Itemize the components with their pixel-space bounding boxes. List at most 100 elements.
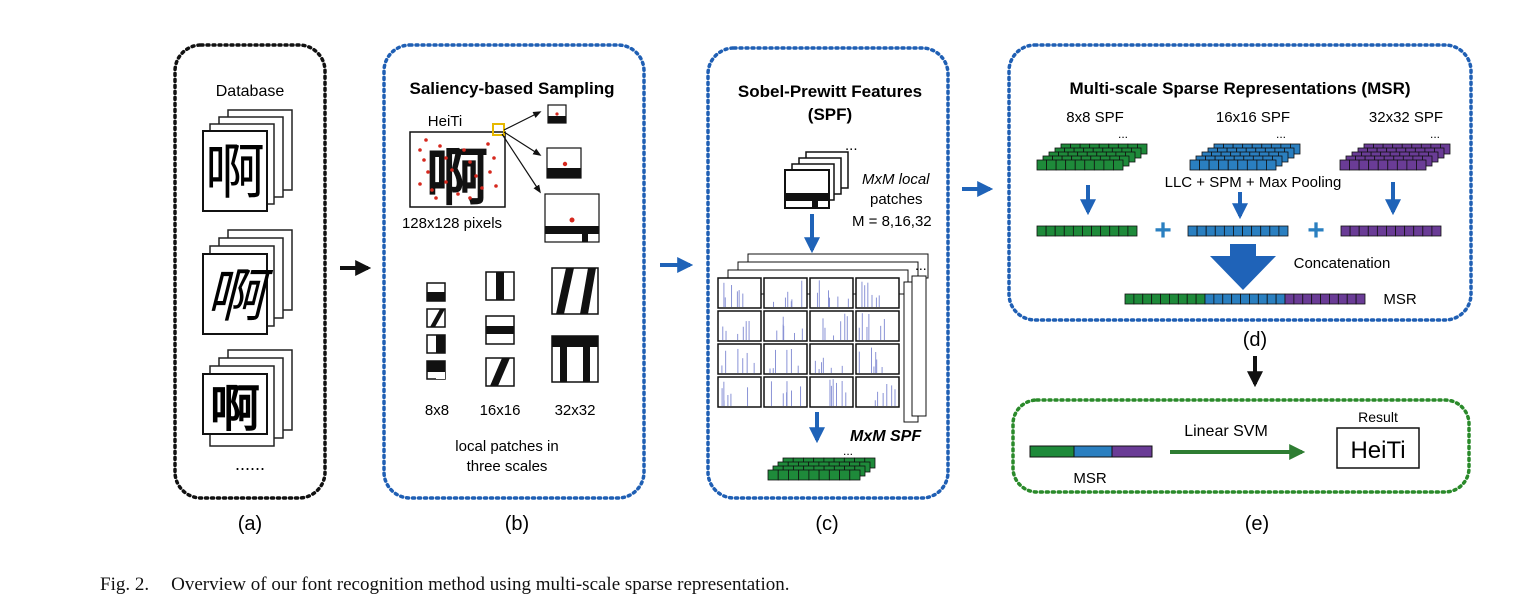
plus-sign-1: + <box>1154 214 1172 247</box>
scale-spf-8x8: 8x8 SPF <box>1066 109 1124 126</box>
vector-cell <box>1091 225 1102 237</box>
vector-cell <box>1275 293 1286 305</box>
vector-cell <box>1320 293 1330 305</box>
svg-text:啊: 啊 <box>426 144 488 213</box>
patches-caption-line1: local patches in <box>455 438 558 455</box>
vector-cell <box>1036 225 1047 237</box>
scale-spf-16x16: 16x16 SPF <box>1216 109 1290 126</box>
vector-cell <box>1367 225 1378 237</box>
vector-cell <box>1208 159 1220 171</box>
vector-cell <box>1231 293 1241 305</box>
feature-cell <box>717 310 762 342</box>
plus-sign-2: + <box>1307 214 1325 247</box>
figure-caption: Fig. 2.Overview of our font recognition … <box>100 574 1500 596</box>
glyph-heiti: 啊 <box>210 381 260 437</box>
vector-cell <box>1082 225 1092 237</box>
vector-cell <box>1266 159 1277 171</box>
vector-cell <box>1142 293 1153 305</box>
vector-cell <box>808 469 820 481</box>
patches-8x8 <box>426 282 446 380</box>
local-patch-stack <box>784 151 849 209</box>
vector-cell <box>1358 159 1370 171</box>
msr-title: Multi-scale Sparse Representations (MSR) <box>1069 79 1410 98</box>
patches-caption-line2: three scales <box>467 458 548 475</box>
e-msr-label: MSR <box>1073 470 1107 487</box>
patches-32x32 <box>551 267 599 383</box>
vector-cell <box>1406 159 1417 171</box>
spf-feature-stacks <box>1036 143 1451 171</box>
vector-cell <box>1349 159 1360 171</box>
feature-cell <box>855 310 900 342</box>
vector-cell <box>1431 225 1442 237</box>
spf-output-ellipsis: ... <box>843 444 853 458</box>
vector-cell <box>1233 225 1243 237</box>
panel-a-label: (a) <box>238 513 262 535</box>
patches-16x16 <box>485 271 515 387</box>
vector-cell <box>1227 159 1239 171</box>
vector-cell <box>1109 225 1120 237</box>
vector-cell <box>767 469 779 481</box>
scale-label-16x16: 16x16 <box>480 402 521 419</box>
panel-c: Sobel-Prewitt Features (SPF) ... MxM loc… <box>706 46 950 535</box>
saliency-points <box>418 138 498 200</box>
vector-cell <box>1063 225 1074 237</box>
scale-label-8x8: 8x8 <box>425 402 449 419</box>
feature-cell <box>809 310 854 342</box>
vector-cell <box>1084 159 1095 171</box>
vector-cell <box>1293 293 1304 305</box>
vector-cell <box>1251 225 1262 237</box>
patch-desc-line2: patches <box>870 191 923 208</box>
vector-cell <box>1395 225 1406 237</box>
result-value: HeiTi <box>1350 437 1405 464</box>
vector-cell <box>1260 225 1271 237</box>
concat-arrow <box>1210 244 1276 290</box>
msr-label: MSR <box>1383 291 1417 308</box>
feature-cell <box>763 343 808 375</box>
panel-b-frame <box>382 43 646 500</box>
vector-cell <box>1055 159 1067 171</box>
vector-cell <box>1036 159 1047 171</box>
panel-c-label: (c) <box>815 513 838 535</box>
svg-text:...: ... <box>1118 127 1128 141</box>
vector-cell <box>1422 225 1433 237</box>
patch-ellipsis: ... <box>845 137 858 154</box>
msr-seg-blue <box>1073 445 1113 458</box>
vector-cell <box>839 469 851 481</box>
panel-d-label: (d) <box>1243 329 1267 351</box>
vector-cell <box>1223 225 1234 237</box>
vector-cell <box>1151 293 1161 305</box>
glyph-stack-1: 啊 <box>202 109 293 212</box>
scale-label-32x32: 32x32 <box>555 402 596 419</box>
vector-cell <box>1387 159 1398 171</box>
vector-cell <box>1214 225 1225 237</box>
vector-cell <box>1100 225 1111 237</box>
vector-cell <box>1237 159 1248 171</box>
vector-cell <box>1337 293 1348 305</box>
feature-cell <box>855 277 900 309</box>
svg-text:...: ... <box>1276 127 1286 141</box>
feature-cell <box>763 310 808 342</box>
vector-cell <box>1093 159 1105 171</box>
vector-cell <box>1242 225 1253 237</box>
panel-b-label: (b) <box>505 513 529 535</box>
concat-label: Concatenation <box>1294 255 1391 272</box>
vector-cell <box>1054 225 1065 237</box>
sample-image: 啊 <box>409 123 506 213</box>
vector-cell <box>1169 293 1179 305</box>
glyph-kaiti: 啊 <box>206 264 274 329</box>
vector-cell <box>1386 225 1396 237</box>
glyph-songti: 啊 <box>205 139 265 206</box>
scale-spf-32x32: 32x32 SPF <box>1369 109 1443 126</box>
vector-cell <box>1205 225 1216 237</box>
vector-cell <box>1278 225 1289 237</box>
vector-cell <box>1177 293 1188 305</box>
vector-cell <box>1257 293 1268 305</box>
vector-cell <box>1269 225 1280 237</box>
zoom-patch-large <box>544 193 600 243</box>
vector-cell <box>1186 293 1197 305</box>
vector-cell <box>1046 159 1057 171</box>
svg-text:...: ... <box>915 257 927 273</box>
vector-cell <box>1124 293 1135 305</box>
spf-output-label: MxM SPF <box>850 428 922 445</box>
